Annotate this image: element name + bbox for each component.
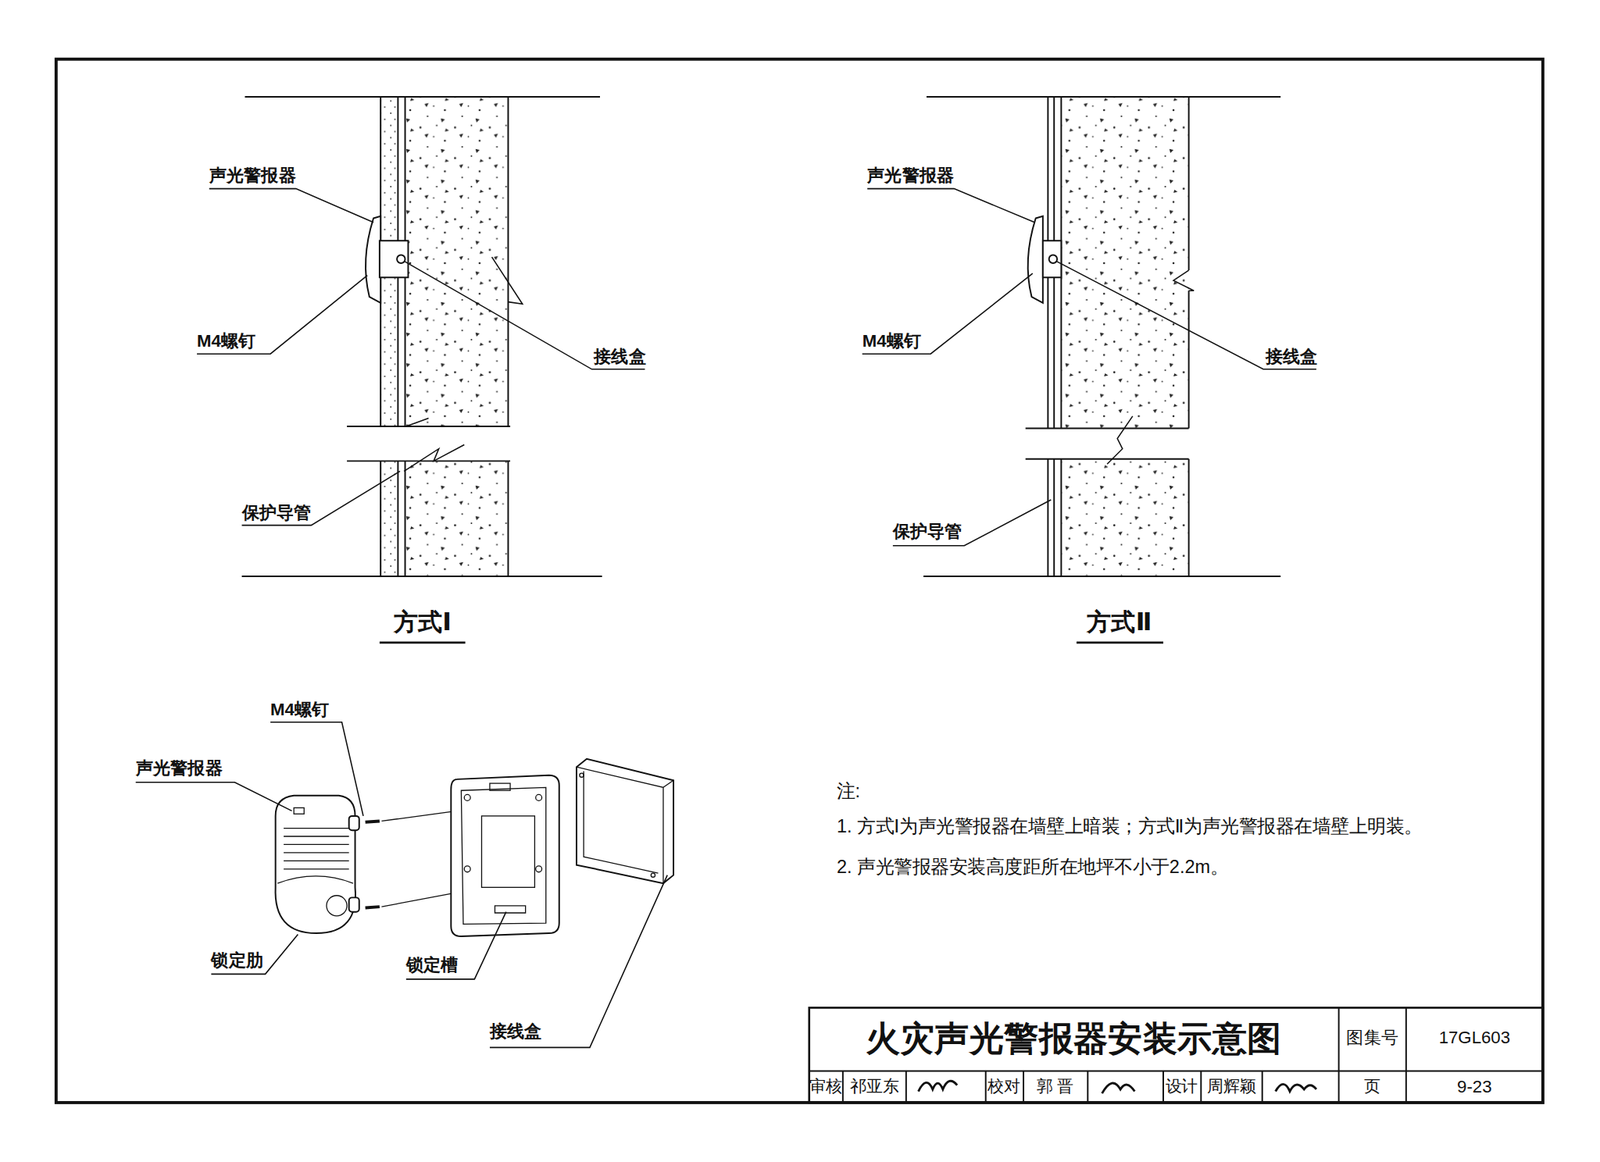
label-text: 周辉颖 (1207, 1077, 1257, 1097)
label-text: 保护导管 (892, 522, 963, 543)
label-text: 接线盒 (1265, 346, 1318, 368)
label-text: 1. 方式Ⅰ为声光警报器在墙壁上暗装；方式Ⅱ为声光警报器在墙壁上明装。 (836, 816, 1423, 838)
label-text: 页 (1364, 1077, 1381, 1097)
label-text: 方式Ⅱ (1086, 607, 1152, 636)
label-text: 2. 声光警报器安装高度距所在地坪不小于2.2m。 (836, 857, 1229, 879)
label-text: 郭 晋 (1036, 1077, 1075, 1097)
label-text: 锁定槽 (406, 956, 459, 977)
label-text: 图集号 (1346, 1028, 1399, 1050)
label-text: 9-23 (1457, 1077, 1492, 1098)
label-text: 锁定肋 (210, 950, 264, 972)
label-text: 注: (836, 781, 861, 803)
label-text: 17GL603 (1439, 1028, 1511, 1050)
label-text: 接线盒 (593, 346, 647, 368)
label-text: 保护导管 (242, 503, 312, 524)
label-text: 方式Ⅰ (393, 607, 452, 636)
label-text: M4螺钉 (196, 331, 256, 352)
label-text: 声光警报器 (867, 166, 954, 187)
label-text: 校对 (987, 1077, 1021, 1097)
label-text: M4螺钉 (270, 700, 329, 721)
label-text: M4螺钉 (862, 331, 922, 352)
label-text: 接线盒 (489, 1022, 543, 1043)
label-text: 声光警报器 (135, 759, 223, 780)
label-text: 祁亚东 (850, 1077, 900, 1097)
label-text: 声光警报器 (209, 166, 297, 187)
label-text: 审核 (809, 1077, 843, 1097)
drawing-title: 火灾声光警报器安装示意图 (865, 1019, 1283, 1060)
label-text: 设计 (1165, 1077, 1199, 1097)
